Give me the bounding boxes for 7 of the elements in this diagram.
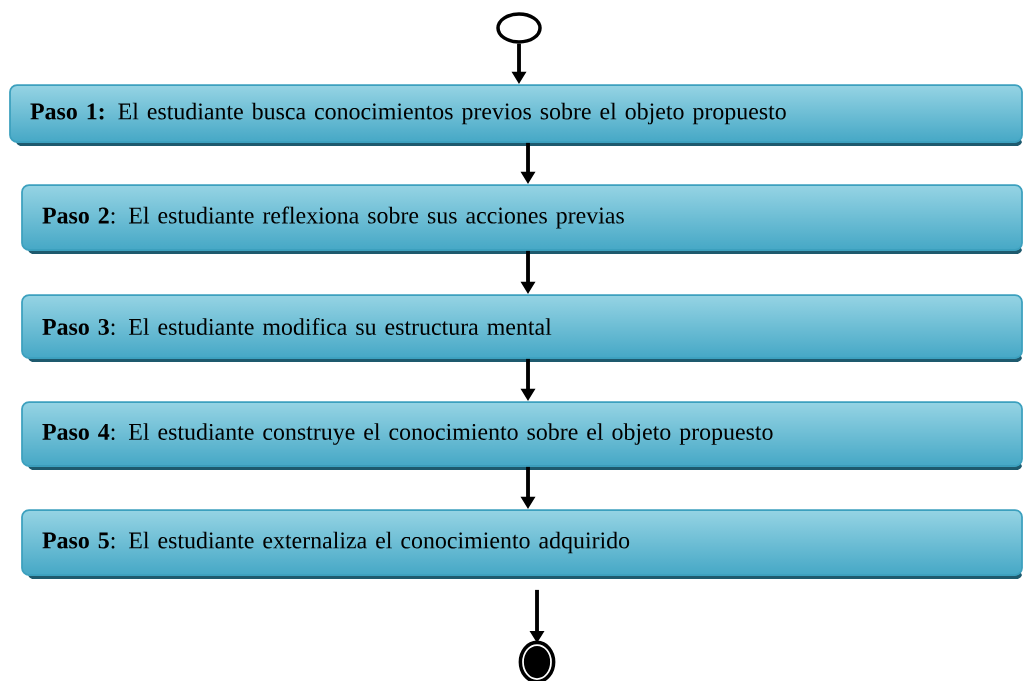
start-circle — [496, 12, 542, 44]
process-box: Paso 3: El estudiante modifica su estructura mental — [21, 294, 1023, 362]
process-box: Paso 1: El estudiante busca conocimientos previos sobre el objeto propuesto — [9, 84, 1023, 146]
process-box: Paso 5: El estudiante externaliza el conocimiento adquirido — [21, 509, 1023, 579]
process-box: Paso 2: El estudiante reflexiona sobre sus acciones previas — [21, 184, 1023, 254]
process-box: Paso 4: El estudiante construye el conocimiento sobre el objeto propuesto — [21, 401, 1023, 470]
end-circle — [518, 640, 556, 681]
